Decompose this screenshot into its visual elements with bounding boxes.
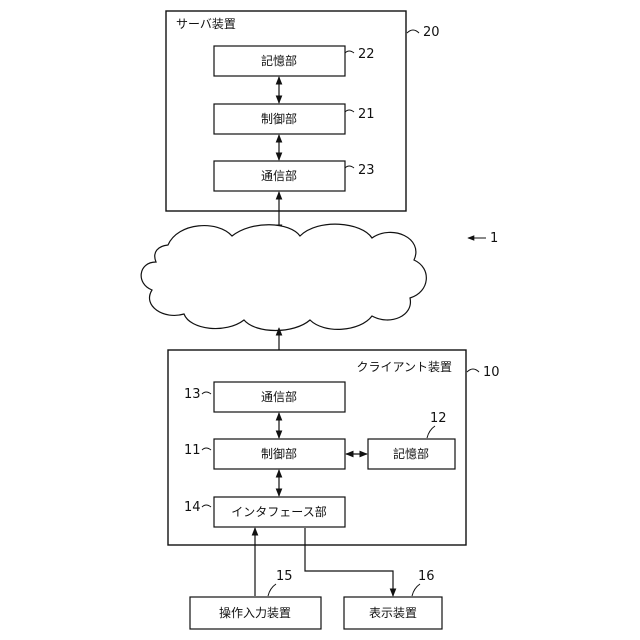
- server-comm-label: 通信部: [261, 168, 297, 183]
- client-interface-label: インタフェース部: [231, 504, 326, 519]
- server-storage-ref: 22: [358, 47, 375, 62]
- client-comm-ref: 13: [184, 387, 201, 402]
- server-device-title: サーバ装置: [176, 17, 236, 31]
- display-device-ref: 16: [418, 569, 435, 584]
- client-comm-label: 通信部: [261, 389, 297, 404]
- client-device-ref-leader: [467, 369, 479, 372]
- server-control-label: 制御部: [261, 111, 297, 126]
- input-device-ref: 15: [276, 569, 293, 584]
- network-cloud: [141, 224, 426, 330]
- client-control-label: 制御部: [261, 446, 297, 461]
- client-storage-label: 記憶部: [393, 446, 429, 461]
- server-device-ref: 20: [423, 25, 440, 40]
- display-device-ref-leader: [412, 584, 420, 596]
- input-device-label: 操作入力装置: [219, 605, 291, 620]
- client-device-ref: 10: [483, 365, 500, 380]
- server-control-ref: 21: [358, 107, 375, 122]
- client-storage-ref: 12: [430, 411, 447, 426]
- client-interface-ref: 14: [184, 500, 201, 515]
- server-storage-label: 記憶部: [261, 53, 297, 68]
- server-device-ref-leader: [407, 30, 419, 33]
- client-control-ref: 11: [184, 443, 201, 458]
- client-device-title: クライアント装置: [356, 360, 452, 374]
- input-device-ref-leader: [268, 584, 276, 596]
- network-ref: 1: [490, 231, 498, 246]
- server-comm-ref: 23: [358, 163, 375, 178]
- display-device-label: 表示装置: [369, 606, 417, 620]
